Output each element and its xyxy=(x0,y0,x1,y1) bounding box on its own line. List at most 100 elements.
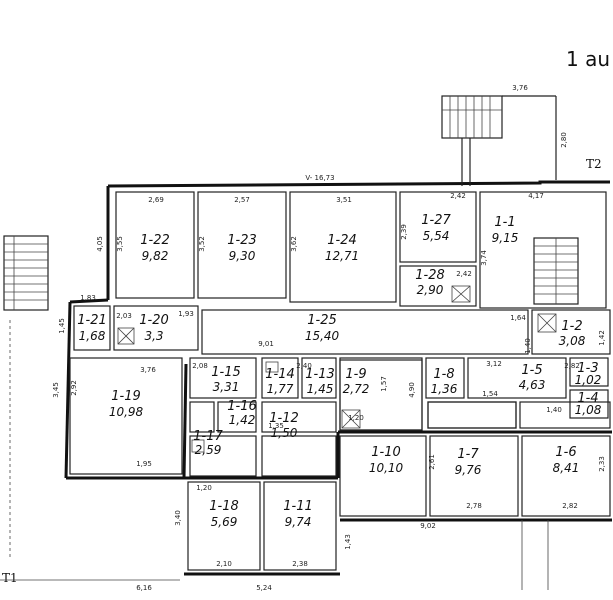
dim: 2,61 xyxy=(428,454,436,470)
inner-stair xyxy=(533,237,579,305)
room-area: 2,72 xyxy=(343,382,370,396)
room-id: 1-16 xyxy=(227,399,257,414)
dim: 1,20 xyxy=(196,484,212,492)
dim: 2,39 xyxy=(400,224,408,240)
room-area: 1,50 xyxy=(271,426,298,440)
dim: 2,33 xyxy=(598,456,606,472)
dim: 9,01 xyxy=(258,340,274,348)
dim: 1,40 xyxy=(546,406,562,414)
dim: 1,57 xyxy=(380,376,388,392)
room-id: 1-27 xyxy=(421,213,451,228)
dim: 3,40 xyxy=(174,510,182,526)
top-stair: 3,76 2,80 xyxy=(441,84,568,186)
room-area: 9,30 xyxy=(229,249,256,263)
dim: 1,20 xyxy=(348,414,364,422)
dim: 1,64 xyxy=(510,314,526,322)
dim: 1,43 xyxy=(344,534,352,550)
room-area: 1,45 xyxy=(307,382,334,396)
dim: 2,69 xyxy=(148,196,164,204)
room-id: 1-25 xyxy=(307,313,337,328)
room-id: 1-22 xyxy=(140,233,170,248)
dim: 1,40 xyxy=(524,338,532,354)
dim: 2,10 xyxy=(216,560,232,568)
room-area: 10,10 xyxy=(369,461,404,475)
dim: 4,90 xyxy=(408,382,416,398)
room-id: 1-23 xyxy=(227,233,257,248)
room-id: 1-5 xyxy=(521,363,542,378)
room-id: 1-13 xyxy=(305,367,335,382)
dim: 2,03 xyxy=(116,312,132,320)
dim: 4,17 xyxy=(528,192,544,200)
room-id: 1-4 xyxy=(577,391,598,406)
room-area: 3,31 xyxy=(213,380,240,394)
room-id: 1-7 xyxy=(457,447,479,462)
fixtures xyxy=(117,285,557,453)
dim: 2,57 xyxy=(234,196,250,204)
dim: 3,45 xyxy=(52,382,60,398)
room-area: 4,63 xyxy=(519,378,546,392)
dim-stair-top: 3,76 xyxy=(512,84,528,92)
room-id: 1-6 xyxy=(555,445,576,460)
dim: 3,55 xyxy=(116,236,124,252)
room-area: 9,82 xyxy=(142,249,169,263)
room-id: 1-9 xyxy=(345,367,366,382)
room-area: 9,76 xyxy=(455,463,482,477)
marker-t2: T2 xyxy=(586,157,602,171)
room-id: 1-19 xyxy=(111,389,141,404)
room-id: 1-11 xyxy=(283,499,313,514)
room-id: 1-8 xyxy=(433,367,454,382)
dim: 1,42 xyxy=(598,330,606,346)
room-id: 1-10 xyxy=(371,445,401,460)
dim: 2,38 xyxy=(292,560,308,568)
room-id: 1-20 xyxy=(139,313,169,328)
room-area: 1,08 xyxy=(575,403,602,417)
outer-walls xyxy=(64,180,612,480)
dim: 2,40 xyxy=(296,362,312,370)
dim: 2,78 xyxy=(466,502,482,510)
dim: 1,93 xyxy=(178,310,194,318)
dim: 3,76 xyxy=(140,366,156,374)
dim: 2,08 xyxy=(192,362,208,370)
dimension-labels: V- 16,73 2,69 2,57 3,51 2,42 4,17 4,05 3… xyxy=(52,174,606,592)
room-area: 8,41 xyxy=(553,461,580,475)
dim-top-total: V- 16,73 xyxy=(305,174,334,182)
dim: 3,52 xyxy=(198,236,206,252)
room-id: 1-15 xyxy=(211,365,241,380)
dim: 1,45 xyxy=(58,318,66,334)
room-area: 1,36 xyxy=(431,382,458,396)
dim: 3,74 xyxy=(480,250,488,266)
dim: 3,62 xyxy=(290,236,298,252)
room-area: 9,74 xyxy=(285,515,312,529)
dim: 2,42 xyxy=(456,270,472,278)
dim: 2,42 xyxy=(450,192,466,200)
room-id: 1-21 xyxy=(77,313,107,328)
dim: 2,92 xyxy=(70,380,78,396)
room-id: 1-1 xyxy=(494,215,515,230)
room-area: 1,02 xyxy=(575,373,602,387)
dim-stair-side: 2,80 xyxy=(560,132,568,148)
dim: 9,02 xyxy=(420,522,436,530)
dim: 3,51 xyxy=(336,196,352,204)
room-area: 5,54 xyxy=(423,229,450,243)
dim: 1,54 xyxy=(482,390,498,398)
room-id: 1-24 xyxy=(327,233,357,248)
room-area: 15,40 xyxy=(305,329,340,343)
room-area: 2,59 xyxy=(195,443,222,457)
dim: 2,82 xyxy=(562,502,578,510)
dim: 1,95 xyxy=(136,460,152,468)
room-id: 1-12 xyxy=(269,411,299,426)
dim: 1,35 xyxy=(268,422,284,430)
plan-title: 1 au xyxy=(566,47,610,71)
room-area: 5,69 xyxy=(211,515,238,529)
dim: 1,83 xyxy=(80,294,96,302)
room-area: 1,68 xyxy=(79,329,106,343)
room-area: 3,3 xyxy=(144,329,163,343)
room-id: 1-18 xyxy=(209,499,239,514)
dim: 2,82 xyxy=(564,362,580,370)
dim: 5,24 xyxy=(256,584,272,592)
dim: 3,12 xyxy=(486,360,502,368)
room-area: 2,90 xyxy=(417,283,444,297)
room-id: 1-28 xyxy=(415,268,445,283)
left-stair xyxy=(0,235,180,581)
